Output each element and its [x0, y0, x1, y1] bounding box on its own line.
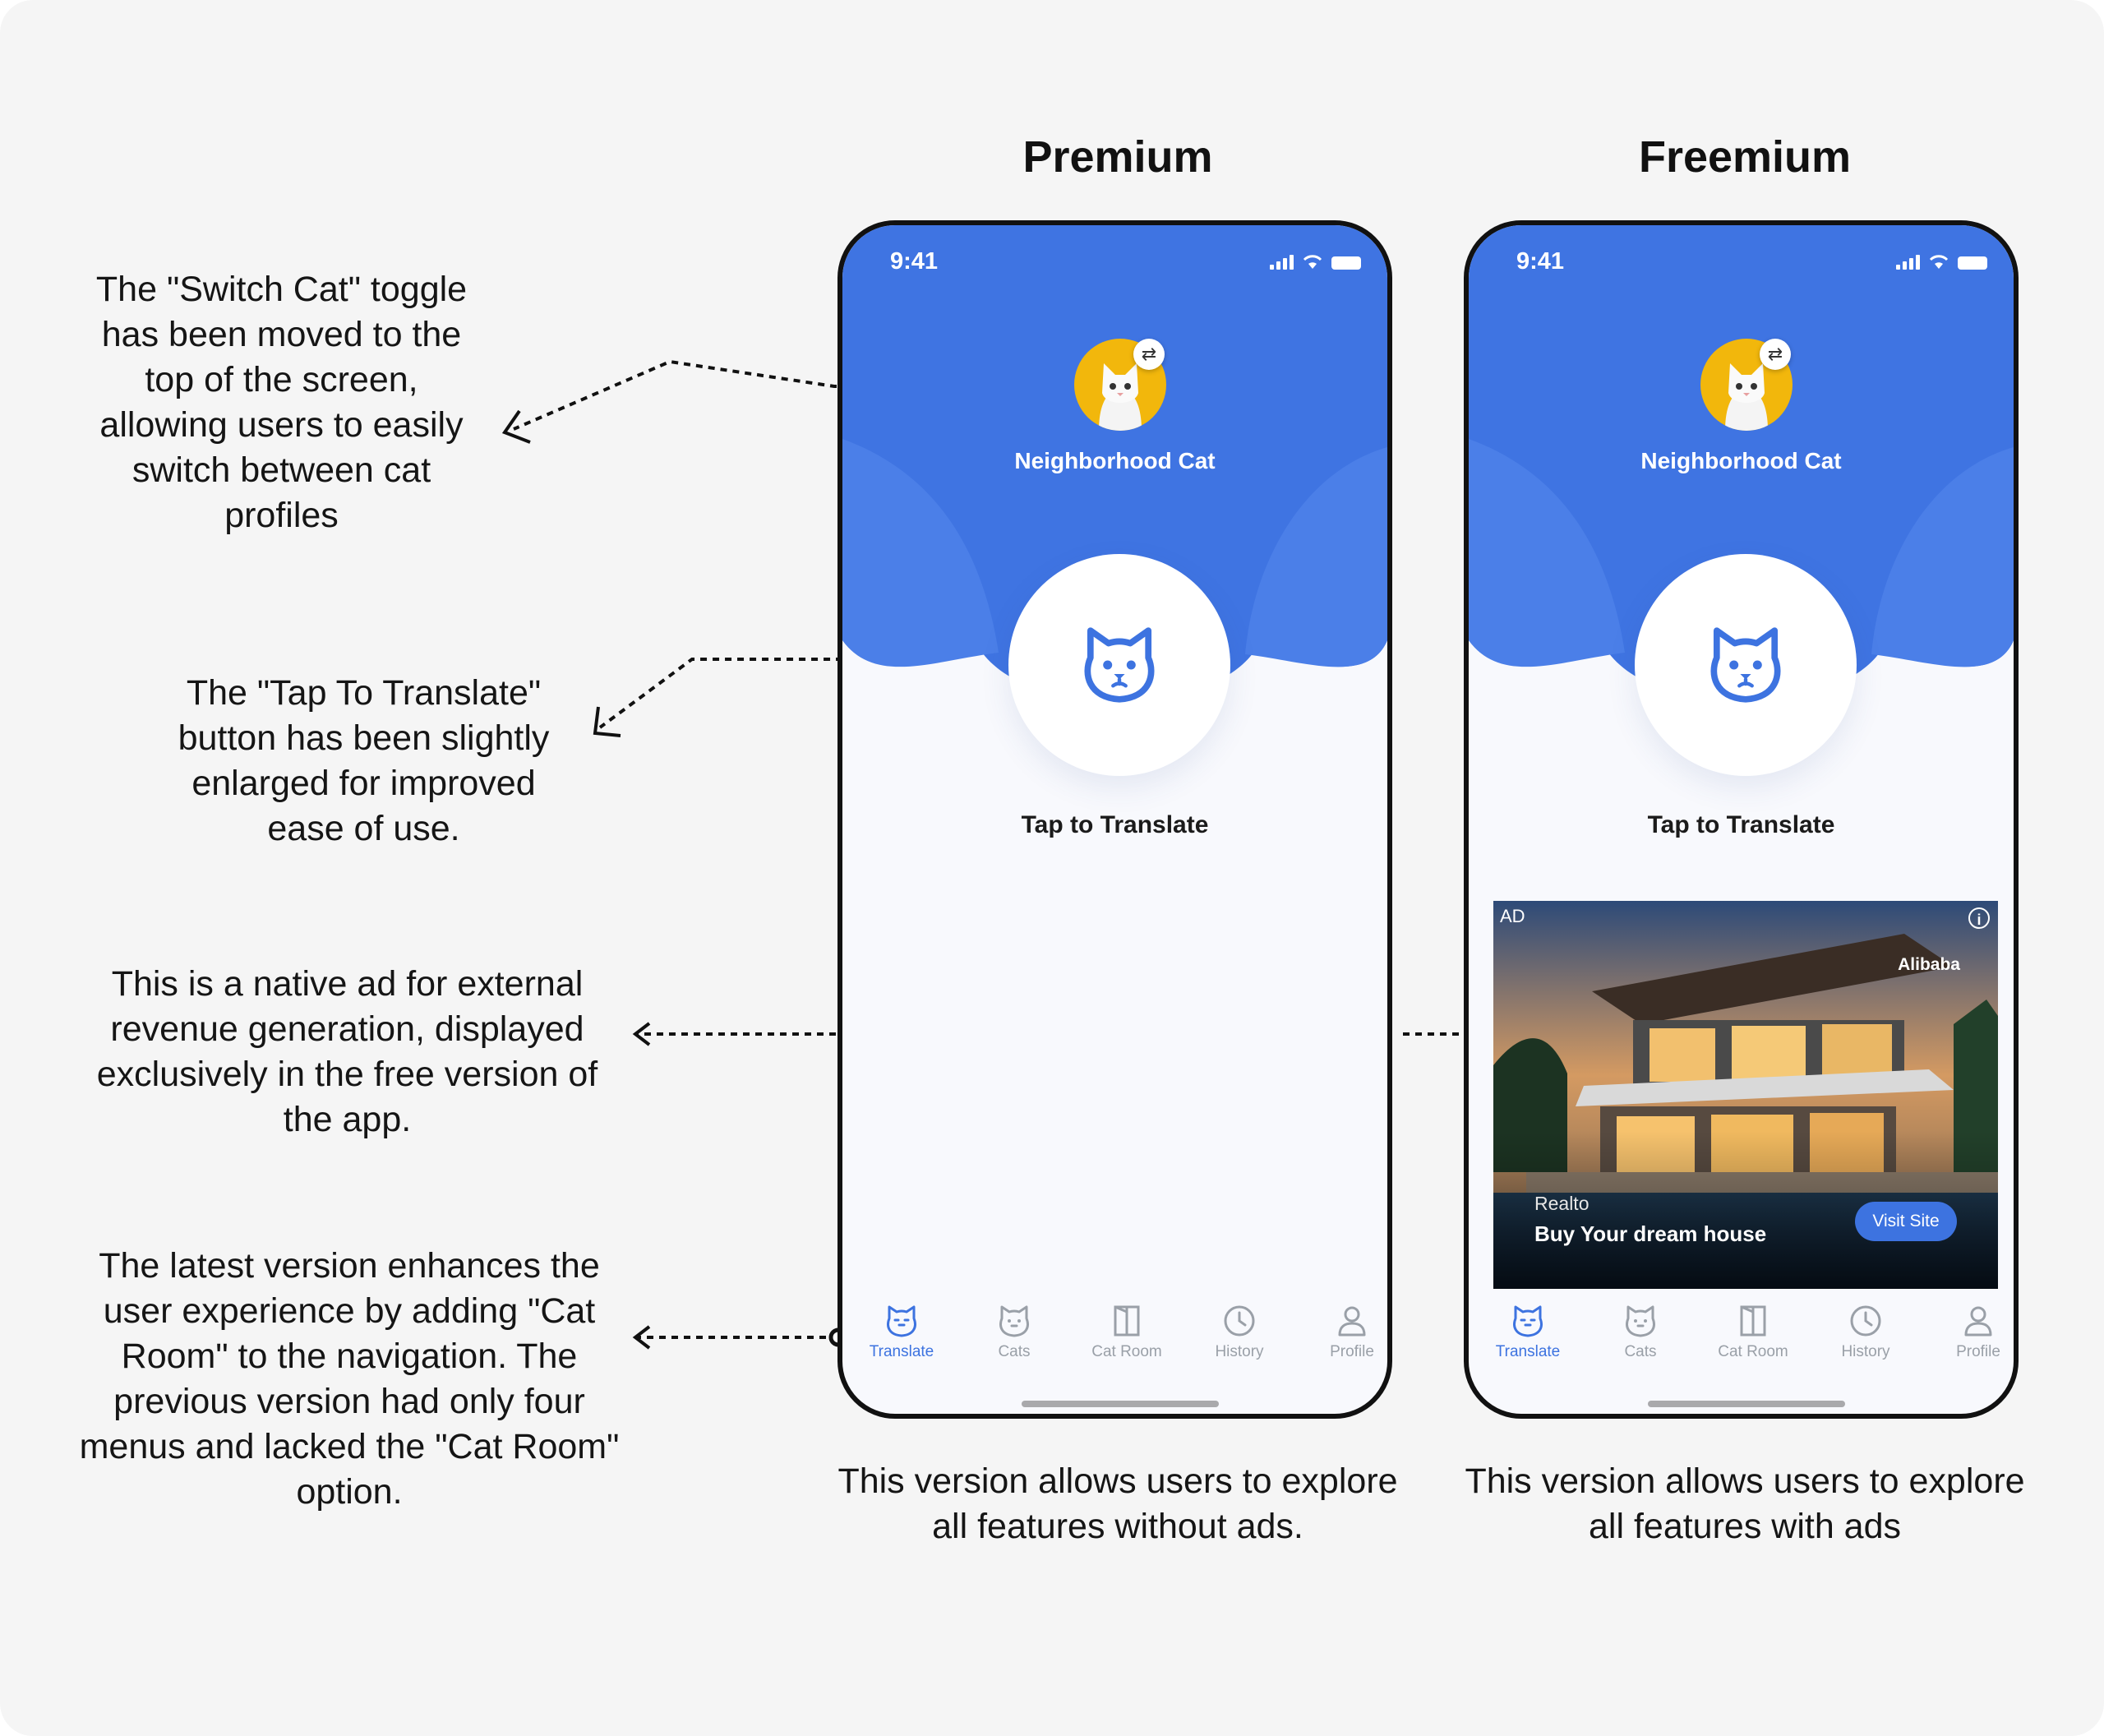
tab-profile[interactable]: Profile	[1929, 1302, 2014, 1361]
person-icon	[1964, 1306, 1992, 1337]
wifi-icon	[1929, 255, 1949, 269]
battery-icon	[1958, 256, 1987, 270]
tap-to-translate-label: Tap to Translate	[1647, 811, 1835, 838]
home-indicator[interactable]	[1022, 1401, 1219, 1407]
tab-cats-label: Cats	[998, 1343, 1031, 1360]
door-icon	[1114, 1305, 1140, 1337]
tab-history[interactable]: History	[1190, 1302, 1289, 1361]
tap-to-translate-label: Tap to Translate	[1021, 811, 1209, 838]
annotation-tap-translate: The "Tap To Translate" button has been s…	[178, 673, 550, 848]
status-time: 9:41	[890, 248, 939, 275]
person-icon	[1338, 1306, 1366, 1337]
cat-face-icon	[1513, 1305, 1543, 1337]
annotation-native-ad: This is a native ad for external revenue…	[96, 964, 598, 1139]
tab-translate-label: Translate	[869, 1343, 934, 1360]
ad-tag: AD	[1500, 906, 1525, 926]
cat-name: Neighborhood Cat	[1640, 448, 1842, 473]
tab-translate[interactable]: Translate	[852, 1302, 951, 1361]
cat-face-icon	[1710, 627, 1781, 703]
tab-history-label: History	[1215, 1343, 1264, 1360]
cat-outline-icon	[1626, 1305, 1655, 1337]
cat-portrait-icon	[1725, 363, 1768, 431]
home-indicator[interactable]	[1648, 1401, 1845, 1407]
annotation-cat-room: The latest version enhances the user exp…	[79, 1246, 620, 1512]
header-wave	[842, 225, 1387, 702]
tap-to-translate-button[interactable]	[1008, 554, 1230, 776]
visit-site-button[interactable]: Visit Site	[1855, 1202, 1957, 1241]
cat-name: Neighborhood Cat	[1014, 448, 1216, 473]
tab-history-label: History	[1841, 1343, 1890, 1360]
ad-brand: Realto	[1534, 1193, 1590, 1214]
info-icon[interactable]: i	[1968, 907, 1990, 929]
tab-translate[interactable]: Translate	[1479, 1302, 1577, 1361]
status-time: 9:41	[1516, 248, 1565, 275]
tab-cat-room-label: Cat Room	[1091, 1343, 1162, 1360]
cat-avatar[interactable]	[1074, 339, 1166, 431]
signal-icon	[1896, 253, 1920, 270]
tab-cat-room[interactable]: Cat Room	[1704, 1302, 1802, 1361]
tab-cats[interactable]: Cats	[1591, 1302, 1690, 1361]
premium-phone: 9:41 ⇄ Neighborhood Cat Tap to Transl	[837, 220, 1392, 1419]
cat-face-icon	[887, 1305, 916, 1337]
tab-cats[interactable]: Cats	[965, 1302, 1064, 1361]
premium-heading: Premium	[1022, 132, 1213, 182]
clock-icon	[1224, 1305, 1255, 1337]
tab-bar: Translate Cats Cat Room History Profile	[1469, 1302, 2014, 1384]
wifi-icon	[1303, 255, 1322, 269]
clock-icon	[1850, 1305, 1881, 1337]
ad-title: Buy Your dream house	[1534, 1221, 1767, 1246]
tab-history[interactable]: History	[1816, 1302, 1915, 1361]
cat-portrait-icon	[1099, 363, 1142, 431]
freemium-heading: Freemium	[1638, 132, 1852, 182]
battery-icon	[1331, 256, 1361, 270]
status-icons	[1896, 253, 1987, 270]
tab-translate-label: Translate	[1495, 1343, 1561, 1360]
cat-outline-icon	[999, 1305, 1029, 1337]
tab-cat-room-label: Cat Room	[1718, 1343, 1788, 1360]
switch-cat-icon[interactable]: ⇄	[1760, 339, 1791, 370]
tab-cats-label: Cats	[1624, 1343, 1657, 1360]
freemium-caption: This version allows users to explore all…	[1465, 1461, 2025, 1546]
annotation-switch-cat: The "Switch Cat" toggle has been moved t…	[95, 270, 468, 535]
premium-caption: This version allows users to explore all…	[837, 1461, 1398, 1546]
tab-bar: Translate Cats Cat Room History Profile	[842, 1302, 1387, 1384]
freemium-phone: 9:41 ⇄ Neighborhood Cat Tap to Transl	[1464, 220, 2019, 1419]
status-icons	[1270, 253, 1361, 270]
tab-profile[interactable]: Profile	[1303, 1302, 1387, 1361]
signal-icon	[1270, 253, 1294, 270]
door-icon	[1740, 1305, 1766, 1337]
switch-cat-icon[interactable]: ⇄	[1133, 339, 1165, 370]
tab-profile-label: Profile	[1956, 1343, 2000, 1360]
native-ad[interactable]: AD i Alibaba Realto Buy Your dream house…	[1493, 901, 1998, 1289]
header-wave	[1469, 225, 2014, 702]
ad-sponsor-logo: Alibaba	[1898, 955, 1960, 974]
tap-to-translate-button[interactable]	[1635, 554, 1857, 776]
cat-face-icon	[1084, 627, 1155, 703]
tab-cat-room[interactable]: Cat Room	[1077, 1302, 1176, 1361]
tab-profile-label: Profile	[1330, 1343, 1374, 1360]
